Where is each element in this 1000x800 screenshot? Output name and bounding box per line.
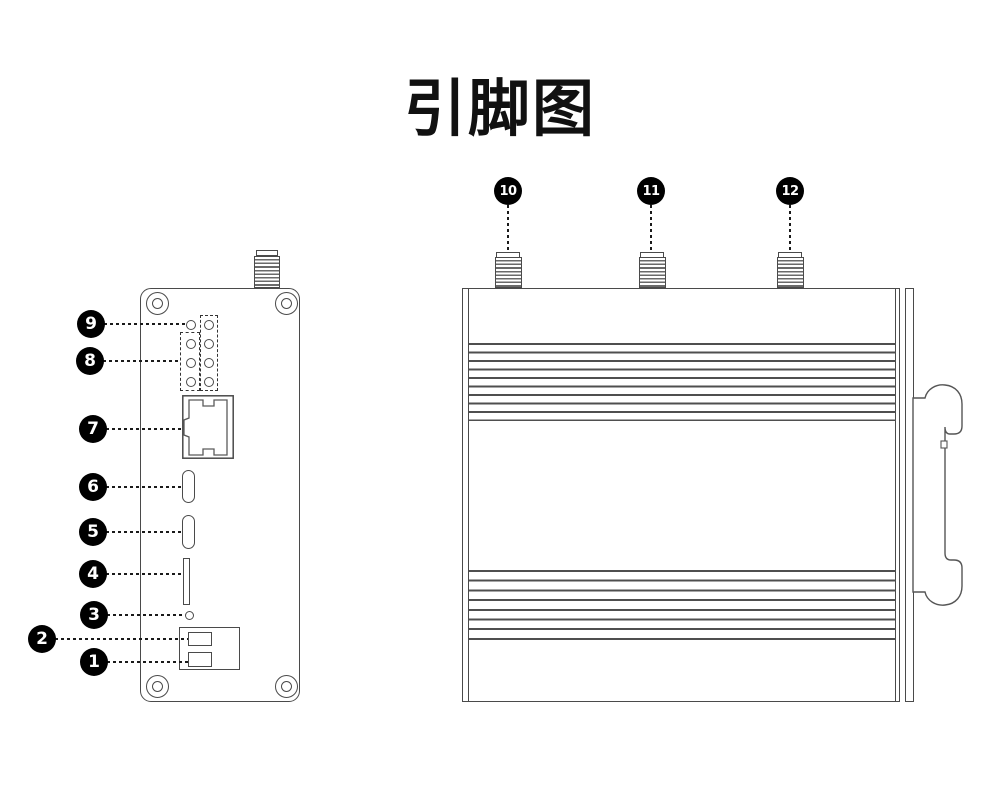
callout-badge-2: 2: [28, 625, 56, 653]
sma-antenna-threads: [777, 257, 804, 288]
callout-badge-1: 1: [80, 648, 108, 676]
leader-line-3: [107, 614, 185, 616]
callout-badge-12: 12: [776, 177, 804, 205]
card-slot-lower: [182, 515, 195, 549]
callout-badge-7: 7: [79, 415, 107, 443]
callout-badge-5: 5: [79, 518, 107, 546]
card-slot-upper: [182, 470, 195, 503]
led-indicator: [204, 339, 214, 349]
leader-line-1: [107, 661, 188, 663]
sd-card-slot: [183, 558, 190, 605]
callout-badge-4: 4: [79, 560, 107, 588]
led-group-box-left: [180, 332, 200, 391]
heatsink-fins-top: [469, 343, 896, 421]
callout-badge-9: 9: [77, 310, 105, 338]
leader-line-9: [104, 323, 186, 325]
corner-screw: [275, 675, 298, 698]
heatsink-fins-bottom: [469, 570, 896, 641]
leader-line-2: [55, 638, 188, 640]
corner-screw: [146, 292, 169, 315]
leader-line-6: [106, 486, 182, 488]
page-title: 引脚图: [403, 72, 596, 145]
leader-line-7: [106, 428, 182, 430]
antenna-connector-cap: [256, 250, 278, 256]
enclosure-edge-line: [468, 289, 470, 701]
ethernet-port: [182, 395, 234, 459]
callout-badge-3: 3: [80, 601, 108, 629]
corner-screw: [146, 675, 169, 698]
leader-line-10: [507, 205, 509, 251]
led-group-box-right: [200, 315, 218, 391]
din-rail-clip: [912, 384, 963, 606]
leader-line-8: [103, 360, 180, 362]
led-indicator: [186, 358, 196, 368]
corner-screw: [275, 292, 298, 315]
antenna-connector-threads: [254, 256, 280, 288]
led-indicator: [204, 320, 214, 330]
leader-line-5: [106, 531, 182, 533]
enclosure-edge-line: [895, 289, 897, 701]
leader-line-12: [789, 205, 791, 251]
led-indicator: [186, 339, 196, 349]
led-indicator: [186, 320, 196, 330]
callout-badge-10: 10: [494, 177, 522, 205]
leader-line-4: [106, 573, 183, 575]
led-indicator: [186, 377, 196, 387]
terminal-pin-upper: [188, 632, 212, 646]
leader-line-11: [650, 205, 652, 251]
callout-badge-8: 8: [76, 347, 104, 375]
callout-badge-11: 11: [637, 177, 665, 205]
reset-hole: [185, 611, 194, 620]
callout-badge-6: 6: [79, 473, 107, 501]
sma-antenna-threads: [639, 257, 666, 288]
led-indicator: [204, 377, 214, 387]
led-indicator: [204, 358, 214, 368]
sma-antenna-threads: [495, 257, 522, 288]
terminal-pin-lower: [188, 652, 212, 667]
